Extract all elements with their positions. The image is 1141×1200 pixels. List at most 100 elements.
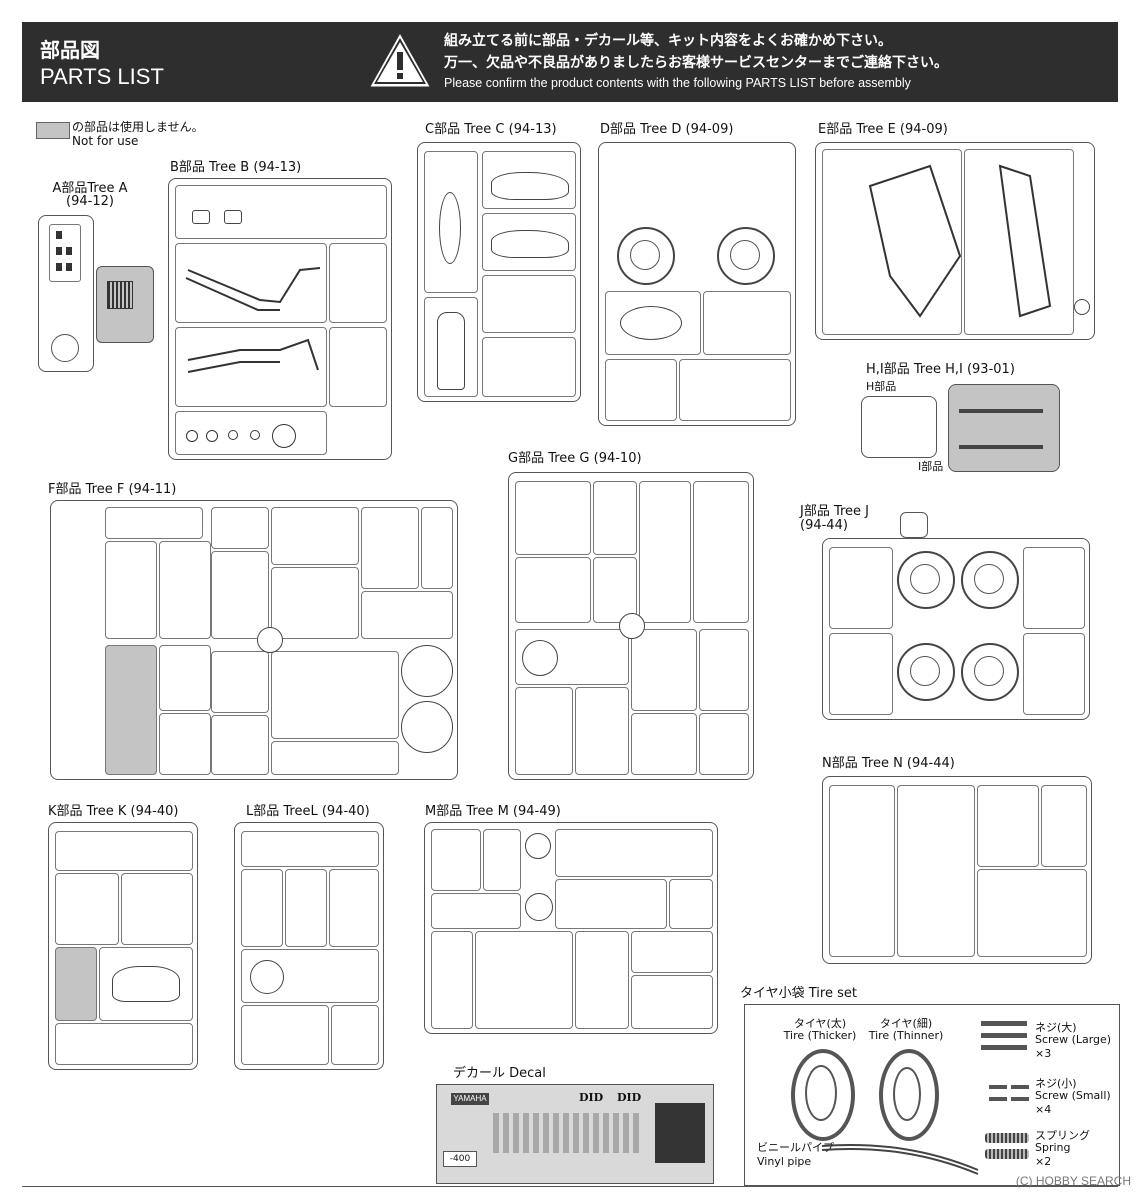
tree-f-small-parts	[271, 741, 399, 775]
footer-line	[22, 1186, 1118, 1187]
screw-s-jp: ネジ(小)	[1035, 1077, 1077, 1090]
tree-j-cell-147	[1023, 547, 1085, 629]
tree-f-cell-82	[159, 541, 211, 639]
tree-g-cell-40	[575, 687, 629, 775]
tree-j-cell-154	[829, 633, 893, 715]
tree-f-cell-88	[211, 551, 269, 639]
tree-c-part-1	[424, 151, 478, 293]
tree-c-label: C部品 Tree C (94-13)	[425, 122, 557, 137]
tree-b-mirrors	[175, 185, 387, 239]
tree-b-washers	[175, 411, 327, 455]
tree-j-code: (94-44)	[800, 518, 848, 533]
tire-thick-jp: タイヤ(太)	[793, 1017, 847, 1030]
title-en: PARTS LIST	[40, 64, 164, 89]
tree-f-hub	[257, 627, 283, 653]
tree-m-label: M部品 Tree M (94-49)	[425, 804, 561, 819]
spring-1	[985, 1133, 1029, 1143]
watermark: (C) HOBBY SEARCH	[1015, 1174, 1131, 1188]
tree-g-cell-33	[699, 713, 749, 775]
tree-f-cell-79	[105, 507, 203, 539]
decal-graphics	[493, 1113, 643, 1153]
warning-en: Please confirm the product contents with…	[444, 76, 911, 90]
tree-a-code: (94-12)	[66, 194, 114, 209]
tree-l-cell-144	[331, 1005, 379, 1065]
tree-l-cell-139	[241, 869, 283, 947]
tree-f-disc-1	[401, 645, 453, 697]
tree-k-cell-123	[121, 873, 193, 945]
tree-g-cell-22	[639, 481, 691, 623]
screw-small-1	[989, 1085, 1007, 1089]
tire-thin	[879, 1049, 939, 1141]
tree-m-cell-171	[475, 931, 573, 1029]
decal-sheet: YAMAHA DID DID -400	[436, 1084, 714, 1184]
tree-n-sprue	[822, 776, 1092, 964]
decal-label: デカール Decal	[453, 1066, 546, 1081]
tree-f-cell-86	[159, 713, 211, 775]
tree-m-cell-159	[483, 829, 521, 891]
tree-a-headlight	[51, 334, 79, 362]
tree-m-cell-frame	[555, 879, 667, 929]
tire-set-box: タイヤ(太) Tire (Thicker) タイヤ(細) Tire (Thinn…	[744, 1004, 1120, 1186]
screw-l-qty: ×3	[1035, 1047, 1052, 1060]
tree-d-wheel-64	[717, 227, 775, 285]
screw-large-3	[981, 1045, 1027, 1050]
screw-s-en: Screw (Small)	[1035, 1089, 1111, 1102]
tree-g-hub	[619, 613, 645, 639]
tire-thin-jp: タイヤ(細)	[879, 1017, 933, 1030]
tire-set-label: タイヤ小袋 Tire set	[740, 986, 857, 1001]
screw-l-jp: ネジ(大)	[1035, 1021, 1077, 1034]
tree-g-engine-31	[515, 557, 591, 623]
tree-c-sprue	[417, 142, 581, 402]
tire-thick-en: Tire (Thicker)	[783, 1029, 857, 1042]
tree-g-cell-43	[515, 687, 573, 775]
tree-a-unused-block	[96, 266, 154, 343]
screw-small-3	[989, 1097, 1007, 1101]
tree-l-cell-abcd	[241, 831, 379, 867]
tree-a-label: A部品Tree A	[52, 181, 128, 196]
tree-c-part-2	[424, 297, 478, 397]
tree-f-cell-85	[159, 645, 211, 711]
tree-f-unused-83-84	[105, 645, 157, 775]
tree-j-wheel-3	[897, 643, 955, 701]
tree-g-cell-25	[593, 481, 637, 555]
tree-g-cell-32	[699, 629, 749, 711]
tree-k-label: K部品 Tree K (94-40)	[48, 804, 179, 819]
vinyl-jp: ビニールパイプ	[757, 1141, 834, 1154]
tree-c-tank-4	[482, 213, 576, 271]
tree-l-cell-141	[329, 869, 379, 947]
warning-jp-2: 万一、欠品や不良品がありましたらお客様サービスセンターまでご連絡下さい。	[444, 55, 948, 71]
tree-j-label: J部品 Tree J	[800, 504, 870, 519]
tree-f-forks	[271, 651, 399, 739]
tree-d-wheel-66	[617, 227, 675, 285]
tree-h-sprue	[861, 396, 937, 458]
decal-yamaha: YAMAHA	[451, 1093, 489, 1105]
tree-f-cell-91	[211, 715, 269, 775]
tree-j-cell-150	[829, 547, 893, 629]
tree-i-label: I部品	[918, 460, 944, 473]
tree-f-cell-94	[361, 507, 419, 589]
tree-j-wheel-4	[961, 643, 1019, 701]
tree-c-cowl-5	[482, 275, 576, 333]
tree-f-cell-100	[361, 591, 453, 639]
tree-m-cell-162	[431, 893, 521, 929]
tree-b-label: B部品 Tree B (94-13)	[170, 160, 302, 175]
tree-g-sprue	[508, 472, 754, 780]
tree-m-cell-muffler	[631, 975, 713, 1029]
tree-e-frame-drawing	[868, 164, 1052, 318]
tree-e-sprocket-52	[1074, 299, 1090, 315]
tree-e-label: E部品 Tree E (94-09)	[818, 122, 948, 137]
tree-g-chain-39	[515, 629, 629, 685]
tree-j-tab	[900, 512, 928, 538]
tree-hi-label: H,I部品 Tree H,I (93-01)	[866, 362, 1015, 377]
tree-n-cell-hook	[977, 785, 1039, 867]
tree-f-cell-99	[421, 507, 453, 589]
tree-g-cell-27	[593, 557, 637, 623]
decal-did-2: DID	[617, 1091, 642, 1104]
tree-n-cell-pipes	[829, 785, 895, 957]
parts-list-header: 部品図 PARTS LIST 組み立てる前に部品・デカール等、キット内容をよくお…	[22, 22, 1118, 102]
screw-large-1	[981, 1021, 1027, 1026]
not-for-use-swatch	[36, 122, 70, 139]
tree-b-muffler-right	[175, 243, 327, 323]
tree-g-cell-20	[693, 481, 749, 623]
tire-thin-en: Tire (Thinner)	[868, 1029, 944, 1042]
